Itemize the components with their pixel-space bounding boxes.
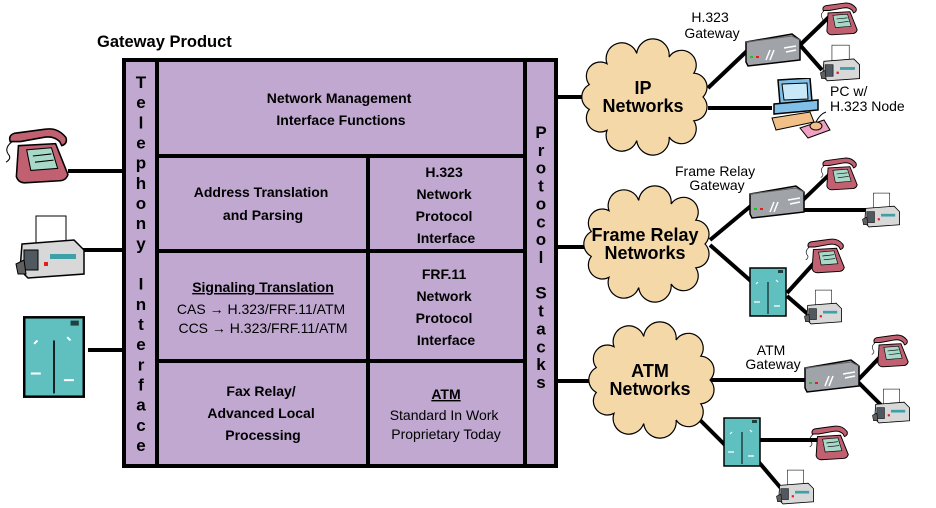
- column-letter: o: [536, 194, 546, 213]
- column-letter: k: [536, 355, 546, 374]
- column-letter: h: [136, 174, 146, 193]
- column-letter: l: [539, 248, 544, 267]
- column-letter: l: [139, 113, 144, 132]
- pbx-cabinet-icon: [749, 267, 787, 317]
- fax-machine-icon: [803, 289, 843, 325]
- column-letter: a: [536, 319, 546, 338]
- column-letter: y: [136, 234, 146, 253]
- telephone-icon: [5, 128, 69, 184]
- column-letter: e: [136, 93, 145, 112]
- frame-relay-gateway-icon: [749, 185, 805, 219]
- column-letter: s: [536, 373, 545, 392]
- column-letter: r: [138, 355, 145, 374]
- column-letter: n: [136, 295, 146, 314]
- column-letter: n: [136, 214, 146, 233]
- column-letter: P: [535, 123, 546, 142]
- column-letter: e: [136, 436, 145, 455]
- column-letter: t: [138, 315, 144, 334]
- column-letter: o: [536, 159, 546, 178]
- h323-interface-cell: H.323 Network Protocol Interface: [416, 164, 477, 246]
- atm-cell-lines: Standard In Work Proprietary Today: [390, 407, 503, 442]
- column-letter: c: [536, 212, 545, 231]
- column-letter: I: [139, 275, 144, 294]
- atm-heading: ATM: [431, 386, 460, 402]
- column-letter: e: [136, 335, 145, 354]
- frf11-interface-cell: FRF.11 Network Protocol Interface: [416, 266, 477, 348]
- address-translation-cell: Address Translation and Parsing: [194, 184, 332, 223]
- telephone-icon: [820, 157, 858, 191]
- frame-relay-gateway-label: Frame Relay Gateway: [675, 163, 759, 193]
- column-letter: c: [536, 337, 545, 356]
- diagram-title: Gateway Product: [97, 33, 232, 51]
- gateway-product-box: [122, 58, 558, 468]
- signaling-translation-heading: Signaling Translation: [192, 279, 334, 295]
- pc-node-label: PC w/ H.323 Node: [830, 83, 905, 114]
- column-letter: t: [538, 302, 544, 321]
- fax-machine-icon: [861, 192, 901, 228]
- column-letter: p: [136, 154, 146, 173]
- pbx-cabinet-icon: [723, 417, 761, 467]
- fax-machine-icon: [871, 388, 911, 424]
- atm-gateway-label: ATM Gateway: [745, 342, 800, 372]
- column-letter: e: [136, 134, 145, 153]
- fax-machine-icon: [15, 215, 85, 279]
- column-letter: c: [136, 416, 145, 435]
- fax-relay-cell: Fax Relay/ Advanced Local Processing: [207, 383, 318, 443]
- column-letter: o: [136, 194, 146, 213]
- cloud-shape: [581, 38, 708, 156]
- column-letter: f: [138, 376, 144, 395]
- h323-gateway-label: H.323 Gateway: [684, 9, 739, 41]
- fax-machine-icon: [819, 44, 861, 82]
- column-letter: r: [538, 141, 545, 160]
- cloud-shape: [588, 321, 715, 439]
- column-letter: T: [136, 73, 147, 92]
- column-letter: o: [536, 230, 546, 249]
- pc-icon: [771, 78, 831, 139]
- fax-machine-icon: [775, 469, 815, 505]
- column-letter: S: [535, 284, 546, 303]
- telephone-icon: [809, 425, 849, 461]
- column-letter: a: [136, 396, 146, 415]
- signaling-translation-lines: CAS → H.323/FRF.11/ATM CCS → H.323/FRF.1…: [177, 301, 349, 336]
- network-management-cell: Network Management Interface Functions: [267, 90, 416, 128]
- atm-gateway-icon: [804, 359, 860, 393]
- column-letter: t: [538, 177, 544, 196]
- pbx-cabinet-icon: [22, 315, 86, 399]
- h323-gateway-icon: [745, 33, 801, 67]
- cloud-shape: [583, 185, 710, 303]
